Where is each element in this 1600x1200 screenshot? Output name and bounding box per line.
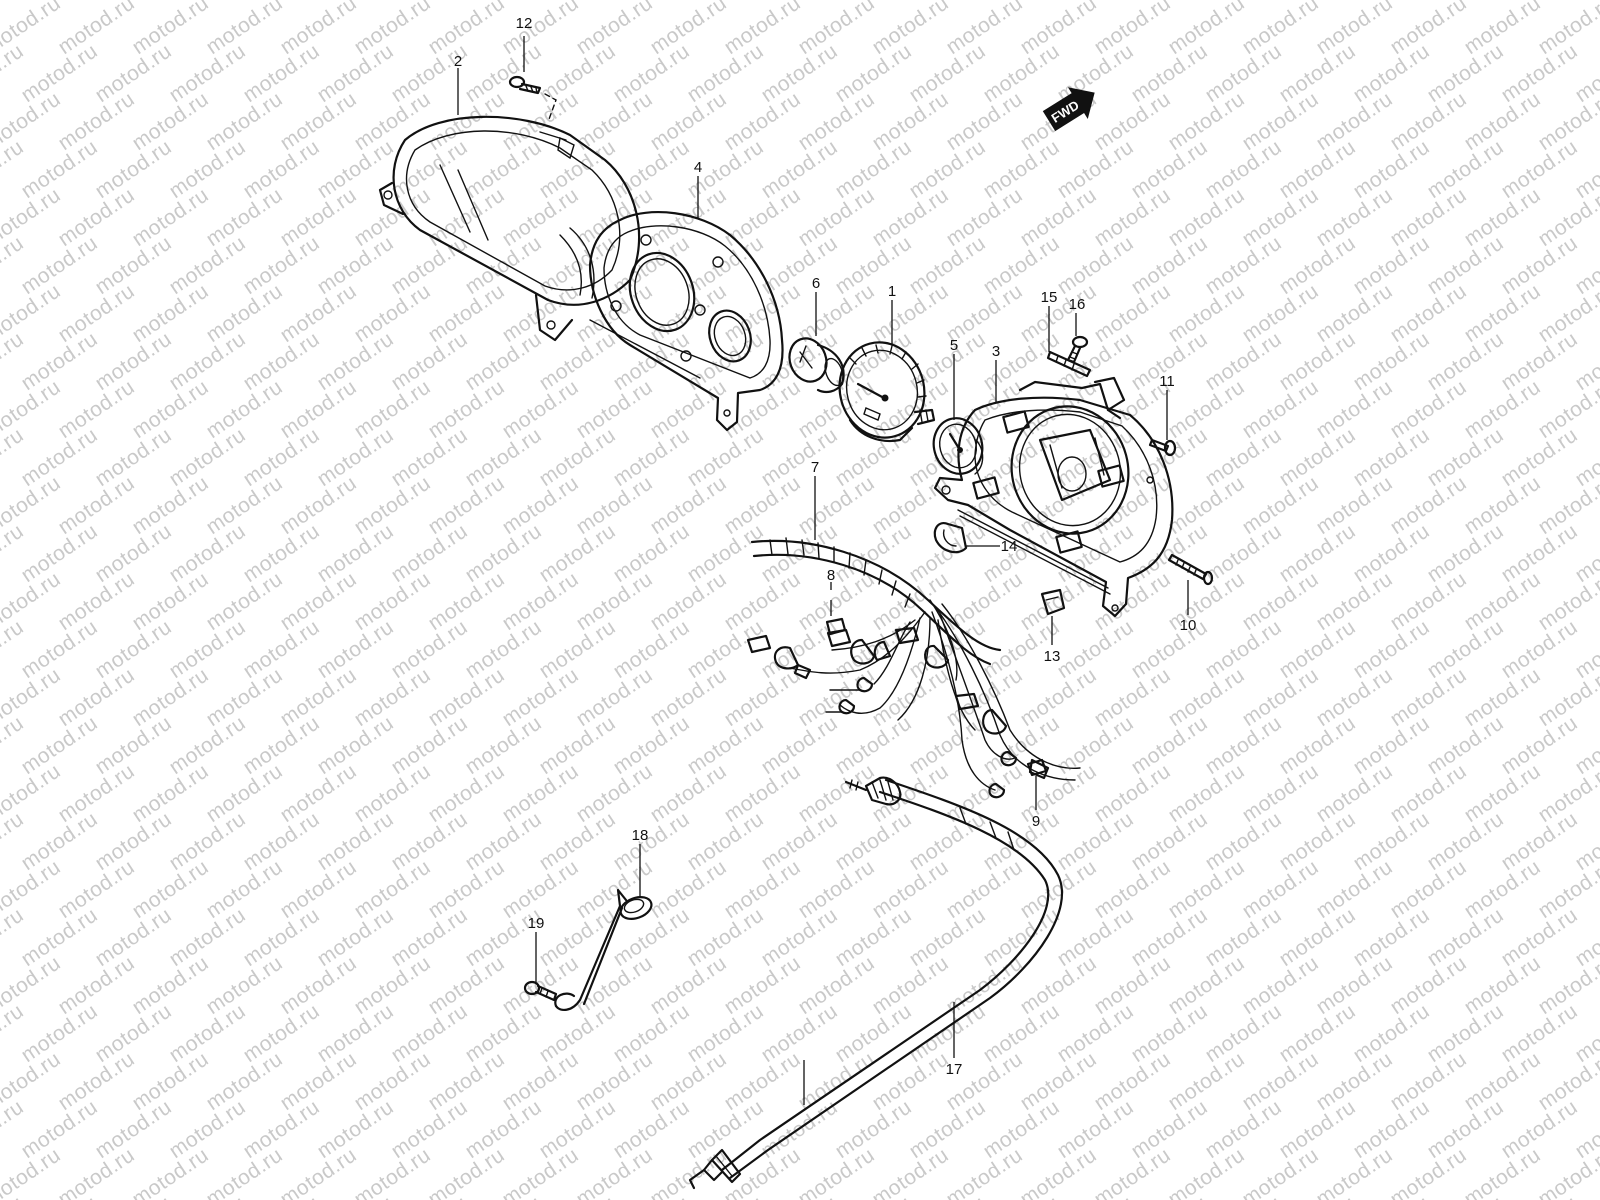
speedometer-cable-part-17 — [688, 776, 1064, 1190]
callout-12: 12 — [516, 15, 533, 32]
callout-7: 7 — [811, 459, 819, 476]
callout-3: 3 — [992, 343, 1000, 360]
callout-2: 2 — [454, 53, 462, 70]
meter-panel-part-4 — [588, 211, 784, 432]
callout-17: 17 — [946, 1061, 963, 1078]
callout-16: 16 — [1069, 296, 1086, 313]
wiring-harness-part-7 — [746, 537, 1081, 799]
screw-part-10 — [1167, 553, 1214, 586]
meter-cover-part-2 — [378, 115, 641, 342]
bolt-part-19 — [523, 980, 558, 1002]
callout-1: 1 — [888, 283, 896, 300]
speedometer-assembly-part-1 — [838, 341, 936, 443]
callout-14: 14 — [1001, 538, 1018, 555]
bulb-socket-part-6 — [788, 337, 845, 394]
fwd-arrow-badge: FWD — [1042, 87, 1095, 132]
spring-hook-part-18 — [554, 888, 653, 1012]
callout-10: 10 — [1180, 617, 1197, 634]
callout-19: 19 — [528, 915, 545, 932]
leader-lines — [457, 36, 1189, 1105]
screw-part-16 — [1066, 335, 1089, 364]
callout-9: 9 — [1032, 813, 1040, 830]
meter-case-part-3 — [933, 376, 1174, 618]
grommet-part-13 — [1040, 588, 1066, 616]
clamp-part-14 — [933, 522, 968, 554]
callout-6: 6 — [812, 275, 820, 292]
callout-15: 15 — [1041, 289, 1058, 306]
bracket-part-15 — [1046, 350, 1092, 378]
callout-4: 4 — [694, 159, 702, 176]
callout-numbers: 12 2 4 6 1 15 16 5 3 11 7 14 8 10 13 9 1… — [454, 15, 1197, 1078]
callout-18: 18 — [632, 827, 649, 844]
bulb-part-8 — [825, 617, 847, 636]
bulb-part-9 — [1026, 758, 1048, 777]
screw-part-11 — [1148, 438, 1177, 457]
callout-11: 11 — [1159, 373, 1175, 390]
screw-part-12 — [508, 75, 557, 123]
callout-8: 8 — [827, 567, 835, 584]
callout-5: 5 — [950, 337, 958, 354]
callout-13: 13 — [1044, 648, 1061, 665]
